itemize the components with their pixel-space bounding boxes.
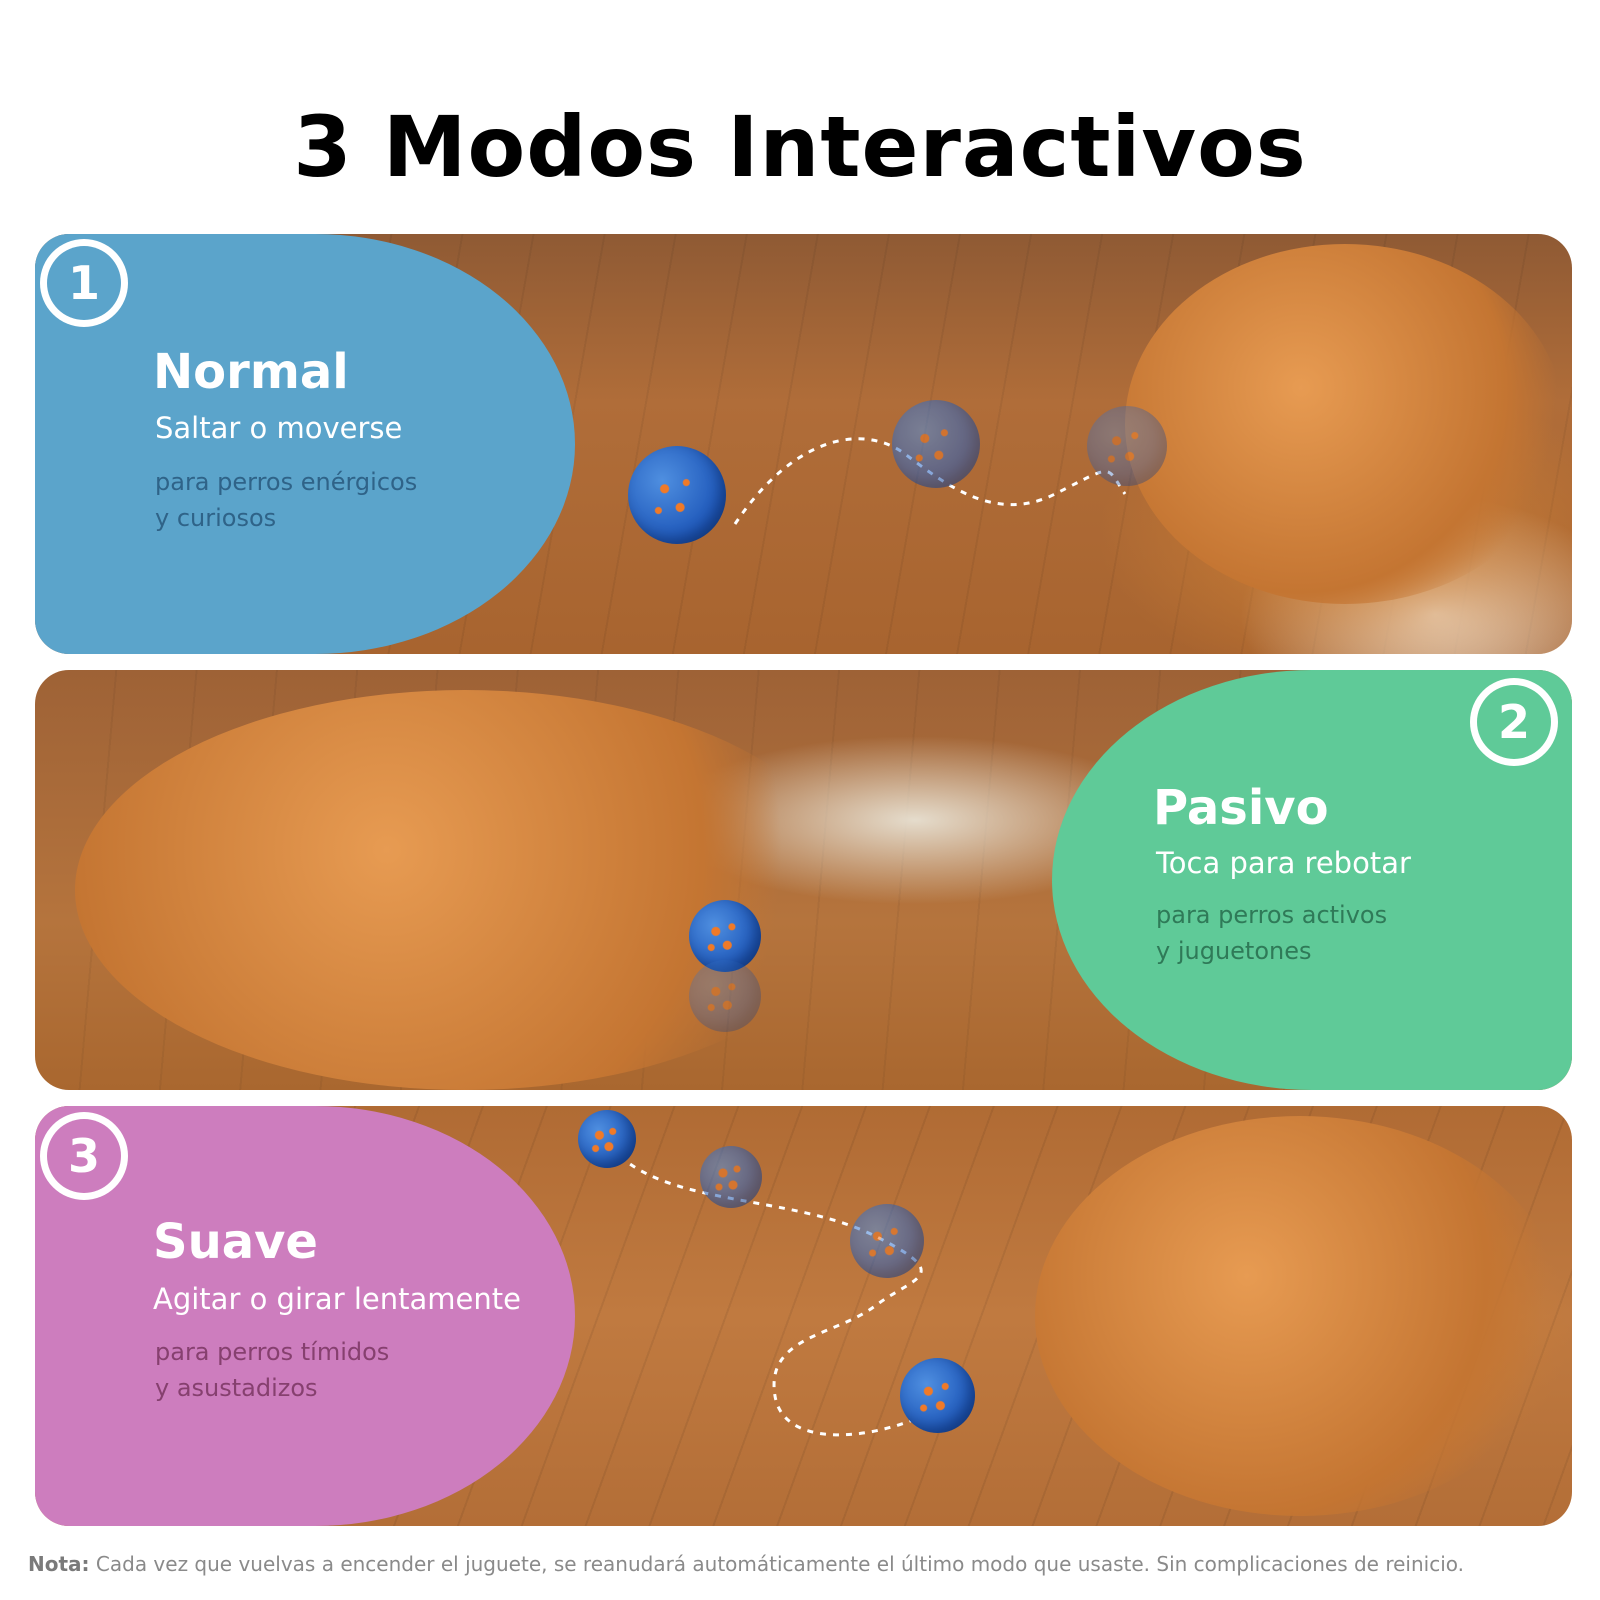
mode-card-pasivo: Pasivo Toca para rebotar para perros act… [35, 670, 1572, 1090]
mode-card-normal: Normal Saltar o moverse para perros enér… [35, 234, 1572, 654]
page-title: 3 Modos Interactivos [293, 98, 1307, 196]
mode-description: para perros tímidos y asustadizos [155, 1338, 390, 1402]
mode-number: 2 [1477, 685, 1551, 759]
mode-number-badge: 2 [1470, 678, 1558, 766]
ball-icon [700, 1146, 762, 1208]
mode-subtitle: Saltar o moverse [155, 411, 403, 445]
motion-path-icon [733, 437, 1127, 525]
mode-subtitle: Agitar o girar lentamente [153, 1282, 521, 1316]
dog-figure [1035, 1116, 1565, 1516]
ball-icon [689, 960, 761, 1032]
mode-title: Suave [153, 1214, 318, 1270]
mode-number-badge: 3 [40, 1112, 128, 1200]
mode-title: Pasivo [1153, 780, 1329, 836]
mode-subtitle: Toca para rebotar [1156, 846, 1411, 880]
dog-figure [75, 690, 855, 1090]
dog-figure [1125, 244, 1565, 604]
ball-icon [1087, 406, 1167, 486]
motion-path-icon [618, 1154, 941, 1437]
mode-title: Normal [153, 344, 349, 400]
ball-icon [892, 400, 980, 488]
ball-icon [850, 1204, 924, 1278]
mode-card-suave: Suave Agitar o girar lentamente para per… [35, 1106, 1572, 1526]
ball-icon [900, 1358, 975, 1433]
footnote-text: Cada vez que vuelvas a encender el jugue… [95, 1552, 1465, 1576]
mode-panel [35, 1106, 575, 1526]
footnote-label: Nota: [28, 1552, 90, 1576]
mode-number: 3 [47, 1119, 121, 1193]
mode-description: para perros activos y juguetones [1156, 901, 1388, 965]
mode-panel [35, 234, 575, 654]
mode-number: 1 [47, 246, 121, 320]
mode-number-badge: 1 [40, 239, 128, 327]
footnote: Nota: Cada vez que vuelvas a encender el… [28, 1552, 1572, 1576]
ball-icon [689, 900, 761, 972]
ball-icon [578, 1110, 636, 1168]
mode-description: para perros enérgicos y curiosos [155, 468, 418, 532]
ball-icon [628, 446, 726, 544]
